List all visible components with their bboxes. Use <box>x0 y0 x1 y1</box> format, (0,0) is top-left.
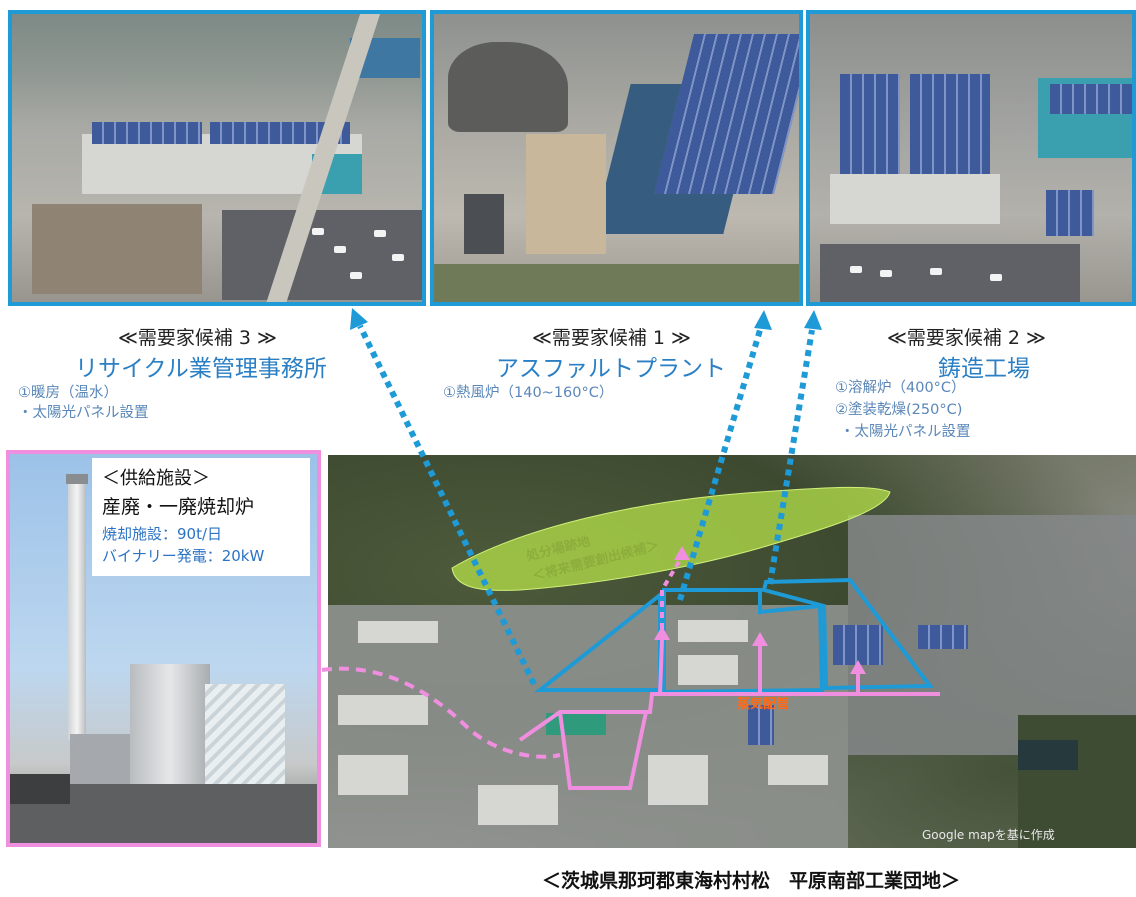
candidate-2-heading: ≪需要家候補 2 ≫ <box>887 327 1046 349</box>
arrow-head-candidate-3 <box>350 308 368 330</box>
map-credit: Google mapを基に作成 <box>922 828 1055 842</box>
recycle-office-photo <box>8 10 426 306</box>
supply-line-1: 焼却施設：90t/日 <box>102 525 223 543</box>
candidate-1-heading: ≪需要家候補 1 ≫ <box>532 327 691 349</box>
supply-heading: ＜供給施設＞ <box>102 468 210 489</box>
candidate-2-title: 鋳造工場 <box>938 356 1030 382</box>
location-caption: ＜茨城県那珂郡東海村村松 平原南部工業団地＞ <box>542 870 961 892</box>
candidate-3-line-2: ・太陽光パネル設置 <box>18 405 149 421</box>
foundry-photo <box>806 10 1136 306</box>
steam-pipe-label: 蒸気配管 <box>737 697 790 712</box>
arrow-head-candidate-1 <box>754 310 772 330</box>
candidate-3-heading: ≪需要家候補 3 ≫ <box>118 327 277 349</box>
candidate-3-title: リサイクル業管理事務所 <box>75 356 327 382</box>
aerial-map <box>328 455 1136 848</box>
supply-name: 産廃・一廃焼却炉 <box>102 496 255 518</box>
supply-facility-info: ＜供給施設＞ 産廃・一廃焼却炉 焼却施設：90t/日 バイナリー発電：20kW <box>92 458 310 576</box>
candidate-2-line-1: ①溶解炉（400°C） <box>835 380 966 396</box>
candidate-3-line-1: ①暖房（温水） <box>18 385 118 401</box>
supply-line-2: バイナリー発電：20kW <box>102 547 265 565</box>
arrow-head-candidate-2 <box>804 310 822 330</box>
candidate-1-title: アスファルトプラント <box>496 356 726 382</box>
candidate-2-line-2: ②塗装乾燥(250°C) <box>835 402 963 418</box>
candidate-1-line-1: ①熱風炉（140~160°C） <box>443 385 614 401</box>
asphalt-plant-photo <box>430 10 803 306</box>
candidate-2-line-3: ・太陽光パネル設置 <box>840 424 971 440</box>
